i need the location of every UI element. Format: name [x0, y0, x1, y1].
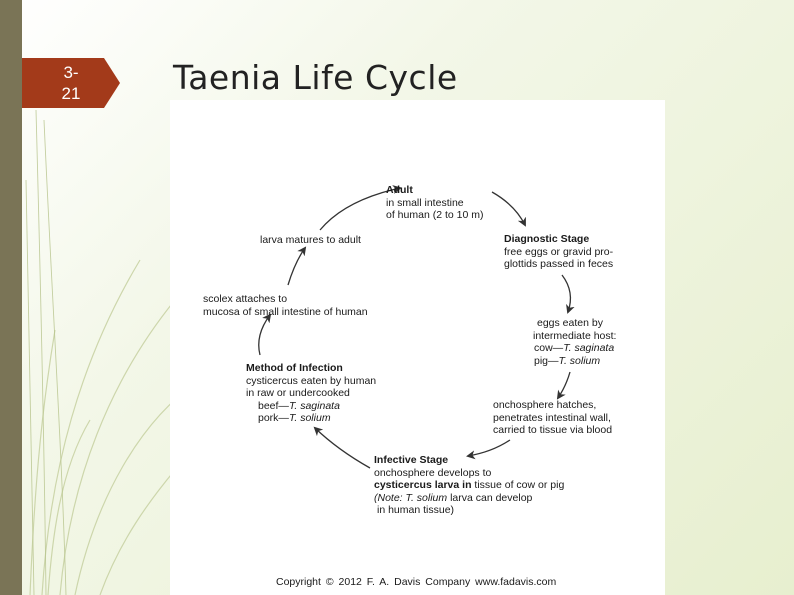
- stage-larva: larva matures to adult: [260, 234, 361, 247]
- meat-pork-line: pork—T. solium: [246, 412, 376, 425]
- meat-species: T. solium: [288, 412, 331, 424]
- arrow-diagnostic-to-eggs: [561, 274, 575, 314]
- stage-infective-line: in human tissue): [377, 504, 455, 516]
- host-species: T. saginata: [563, 342, 615, 354]
- stage-diagnostic-line: glottids passed in feces: [504, 258, 614, 270]
- stage-scolex: scolex attaches to mucosa of small intes…: [203, 293, 368, 318]
- stage-adult-line: of human (2 to 10 m): [386, 209, 484, 221]
- host-cow-line: cow—T. saginata: [533, 342, 616, 355]
- life-cycle-figure: Adult in small intestine of human (2 to …: [170, 100, 665, 595]
- note-prefix: (Note:: [374, 491, 406, 504]
- host-prefix: pig—: [534, 354, 559, 367]
- stage-method-heading: Method of Infection: [246, 362, 343, 374]
- slide-title: Taenia Life Cycle: [173, 58, 458, 97]
- stage-infective: Infective Stage onchosphere develops to …: [374, 454, 564, 517]
- stage-scolex-line: scolex attaches to: [203, 293, 288, 305]
- stage-eggs-eaten: eggs eaten by intermediate host: cow—T. …: [533, 317, 616, 367]
- arrow-eggs-to-onchosphere: [556, 371, 571, 400]
- stage-adult-line: in small intestine: [386, 196, 464, 209]
- meat-beef-line: beef—T. saginata: [246, 400, 376, 413]
- slide-number: 3- 21: [61, 63, 81, 103]
- stage-larva-line: larva matures to adult: [260, 234, 361, 246]
- copyright-text: Copyright © 2012 F. A. Davis Company www…: [276, 576, 557, 588]
- meat-species: T. saginata: [288, 399, 340, 412]
- note-species: T. solium: [405, 491, 448, 504]
- stage-method: Method of Infection cysticercus eaten by…: [246, 362, 376, 425]
- arrow-larva-to-adult: [319, 185, 402, 231]
- stage-infective-heading: Infective Stage: [374, 454, 449, 466]
- stage-infective-rest: tissue of cow or pig: [471, 479, 565, 491]
- stage-eggs-line: eggs eaten by: [537, 317, 603, 329]
- meat-prefix: beef—: [258, 399, 289, 412]
- stage-infective-note: (Note: T. solium larva can develop: [374, 492, 564, 505]
- stage-method-line: cysticercus eaten by human: [246, 374, 377, 387]
- arrow-method-to-scolex: [258, 313, 272, 356]
- left-side-bar: [0, 0, 22, 595]
- slide-number-badge: [22, 58, 120, 108]
- host-prefix: cow—: [534, 342, 564, 354]
- arrow-onchosphere-to-infective: [466, 439, 511, 460]
- stage-scolex-line: mucosa of small intestine of human: [203, 305, 368, 318]
- host-species: T. solium: [558, 354, 601, 367]
- stage-infective-line: cysticercus larva in tissue of cow or pi…: [374, 479, 564, 492]
- stage-onchosphere-line: penetrates intestinal wall,: [493, 411, 611, 424]
- arrow-scolex-to-larva: [287, 246, 307, 286]
- stage-infective-line: onchosphere develops to: [374, 466, 492, 479]
- note-rest: larva can develop: [447, 491, 533, 504]
- stage-diagnostic-line: free eggs or gravid pro-: [504, 245, 614, 258]
- stage-diagnostic-heading: Diagnostic Stage: [504, 233, 590, 245]
- stage-onchosphere-line: onchosphere hatches,: [493, 399, 597, 411]
- meat-prefix: pork—: [258, 412, 289, 424]
- stage-method-line: in raw or undercooked: [246, 387, 350, 399]
- cycle-arrows: [258, 185, 575, 469]
- arrow-adult-to-diagnostic: [491, 191, 526, 227]
- cysticercus-bold: cysticercus larva in: [374, 479, 472, 491]
- stage-onchosphere-line: carried to tissue via blood: [493, 424, 613, 436]
- host-pig-line: pig—T. solium: [533, 355, 616, 368]
- stage-onchosphere: onchosphere hatches, penetrates intestin…: [493, 399, 612, 437]
- stage-adult: Adult in small intestine of human (2 to …: [386, 184, 483, 222]
- arrow-infective-to-method: [313, 426, 371, 469]
- stage-diagnostic: Diagnostic Stage free eggs or gravid pro…: [504, 233, 613, 271]
- stage-eggs-line: intermediate host:: [533, 329, 617, 342]
- stage-adult-heading: Adult: [386, 184, 413, 196]
